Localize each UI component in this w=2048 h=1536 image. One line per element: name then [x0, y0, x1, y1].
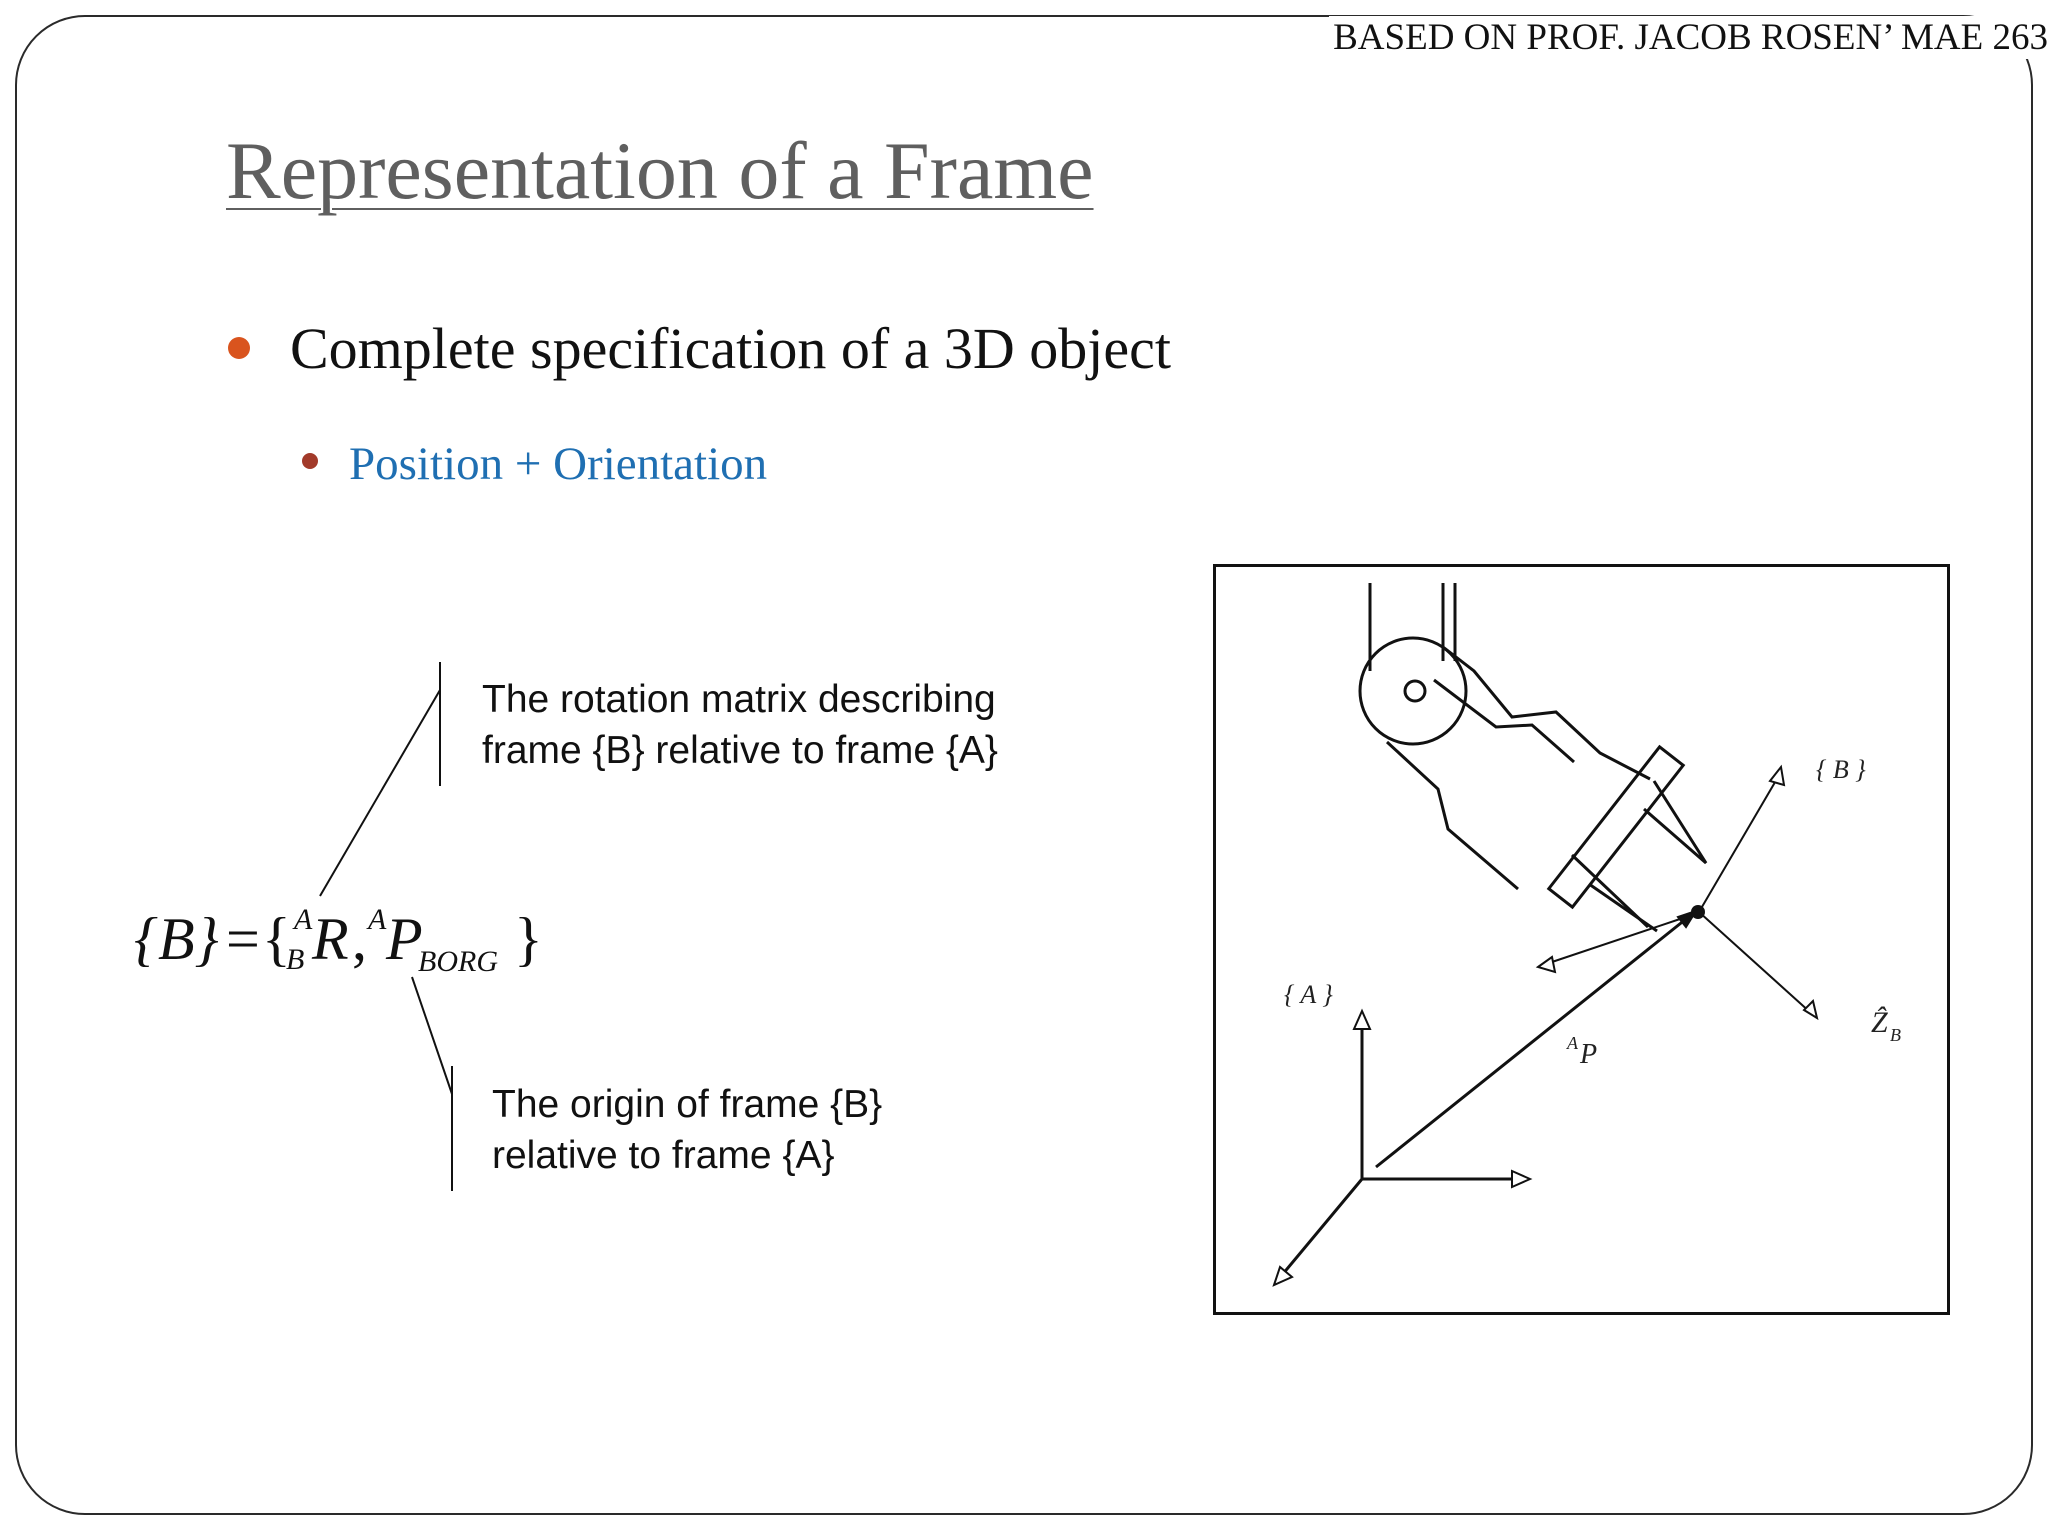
frame-diagram: { A } { B } A P Ẑ B — [1213, 564, 1950, 1315]
position-vector — [1375, 909, 1699, 1169]
origin-callout-line: relative to frame {A} — [492, 1134, 835, 1177]
rotation-callout-line: The rotation matrix describing — [482, 678, 996, 721]
frame-diagram-drawing: { A } { B } A P Ẑ B — [1272, 583, 1901, 1287]
slide-border — [15, 15, 2033, 1515]
vector-label-sup: A — [1566, 1033, 1579, 1053]
frame-b-label: { B } — [1816, 755, 1866, 784]
rotation-callout: The rotation matrix describing frame {B}… — [482, 674, 998, 776]
equation-comma: , — [352, 906, 367, 972]
equation-equals: = — [226, 906, 260, 972]
z-axis-sub: B — [1890, 1025, 1901, 1045]
frame-b-axes — [1535, 764, 1819, 1021]
equation-position-sup: A — [368, 903, 387, 936]
origin-callout: The origin of frame {B} relative to fram… — [492, 1079, 882, 1181]
equation-position-sub: BORG — [418, 945, 498, 978]
equation-rotation-sup: A — [294, 903, 313, 936]
equation-rotation-sub: B — [286, 943, 305, 976]
equation-open-brace: { — [262, 906, 291, 972]
frame-b-origin — [1691, 905, 1705, 919]
z-axis-label: Ẑ — [1871, 1006, 1888, 1039]
origin-callout-line: The origin of frame {B} — [492, 1083, 883, 1126]
vector-label: P — [1579, 1039, 1597, 1070]
bullet-level1-text: Complete specification of a 3D object — [290, 316, 1171, 381]
rotation-callout-line: frame {B} relative to frame {A} — [482, 729, 998, 772]
bullet-dot-icon — [302, 453, 318, 469]
frame-a-label: { A } — [1284, 980, 1333, 1009]
equation-rotation-symbol: R — [312, 906, 349, 972]
frame-a-axes — [1272, 1008, 1533, 1287]
header-credit: BASED ON PROF. JACOB ROSEN’ MAE 263 — [1329, 16, 2048, 59]
slide-title: Representation of a Frame — [226, 125, 1094, 216]
bullet-dot-icon — [228, 337, 250, 359]
equation-frame: {B} — [134, 906, 219, 972]
bullet-level2-text: Position + Orientation — [349, 438, 768, 490]
robot-arm-drawing — [1358, 583, 1708, 933]
equation-position-symbol: P — [386, 906, 423, 972]
equation-close-brace: } — [514, 906, 543, 972]
frame-equation: {B} = { A B R , A P BORG } — [134, 903, 574, 995]
